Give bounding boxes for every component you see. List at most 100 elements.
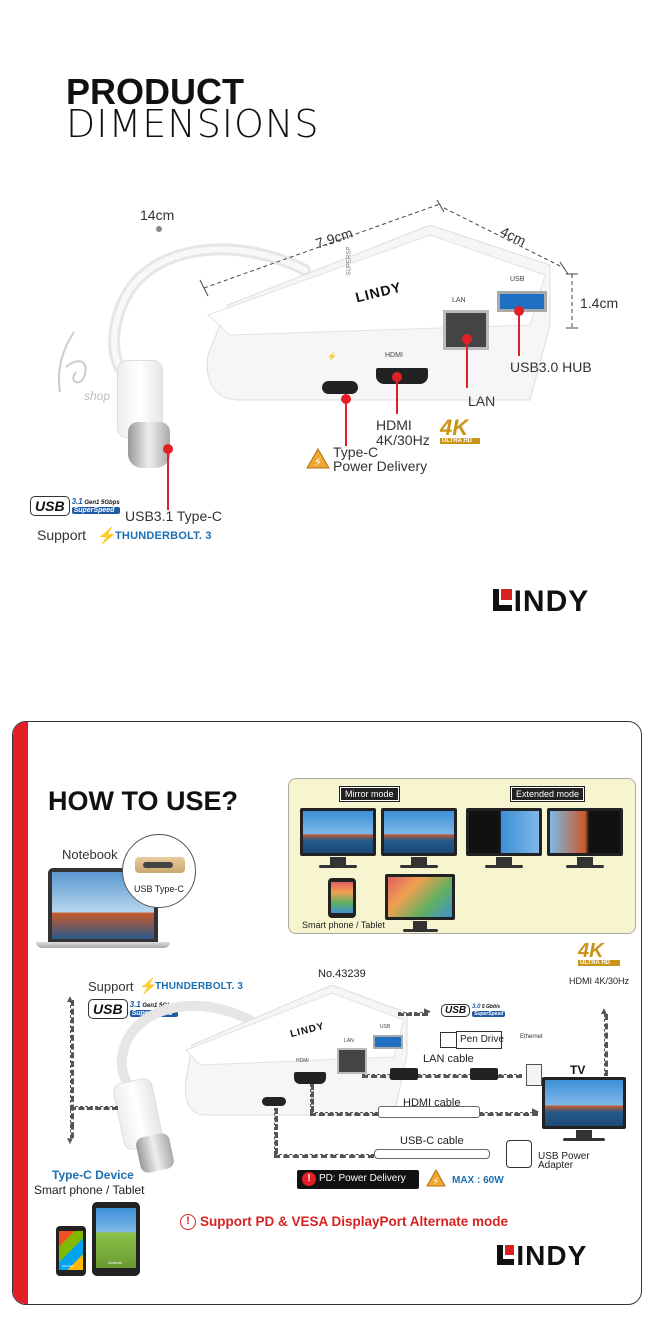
usb-port-print: USB <box>510 276 525 283</box>
lan-cable-label: LAN cable <box>423 1053 474 1065</box>
pd-port-icon: ⚡ <box>327 352 337 361</box>
typec-device-label: Type-C Device <box>52 1168 134 1182</box>
arrow-right-icon: ▶ <box>532 1106 539 1116</box>
lan-port-print: LAN <box>452 297 466 304</box>
callout-line-typec-plug <box>167 448 169 510</box>
callout-dot <box>392 372 402 382</box>
power-delivery-label: Power Delivery <box>333 458 428 474</box>
usb-power-label: USB Power <box>538 1151 590 1162</box>
notebook-icon <box>48 868 158 942</box>
usb-hub-label: USB3.0 HUB <box>510 359 592 375</box>
usbc-cable-label: USB-C cable <box>400 1135 464 1147</box>
usb31-typec-label: USB3.1 Type-C <box>125 508 223 524</box>
callout-line-typec <box>345 396 347 446</box>
support-label-2: Support <box>88 979 134 994</box>
arrow-up-icon: ▲ <box>65 994 75 1005</box>
tv-label: TV <box>570 1063 586 1077</box>
page-title-line2: DIMENSIONS <box>66 102 320 146</box>
usb-cable-2 <box>116 1000 255 1100</box>
lan-plug-right-icon <box>470 1068 498 1080</box>
phone-mirror-monitor <box>385 874 455 932</box>
arrow-down-icon: ▼ <box>65 1136 75 1147</box>
typec-port-2 <box>262 1097 286 1106</box>
callout-line-hdmi <box>396 376 398 414</box>
dash-lan-to-ethernet <box>362 1074 522 1078</box>
page-title-line1: PRODUCT <box>66 71 244 112</box>
notebook-label: Notebook <box>62 847 118 862</box>
warning-icon-2: ⚡ <box>426 1169 446 1187</box>
callout-line-usb <box>518 310 520 356</box>
smartphone-tablet-label: Smart phone / Tablet <box>34 1183 145 1197</box>
ethernet-label: Ethernet <box>520 1034 543 1040</box>
smartphone-icon <box>328 878 356 918</box>
lindy-logo: INDY <box>493 585 589 619</box>
notebook-base <box>36 942 170 948</box>
support-label: Support <box>37 527 87 543</box>
usb31-badge: USB 3.1 Gen1 5Gbps SuperSpeed <box>30 496 120 516</box>
extended-mode-tag: Extended mode <box>509 786 586 802</box>
how-to-use-title: HOW TO USE? <box>48 786 239 816</box>
thunderbolt-icon: ⚡ <box>97 528 117 545</box>
warning-icon: ⚡ <box>306 448 330 469</box>
android-tablet-icon: Android <box>92 1202 140 1276</box>
cable-length-label: 14cm <box>140 207 175 223</box>
usb30-badge: USB 3.0 5 Gbit/s SuperSpeed <box>441 1004 506 1017</box>
dash-typec-to-power <box>274 1154 374 1158</box>
extended-monitor-2 <box>547 808 623 868</box>
hdmi-4k-label: HDMI 4K/30Hz <box>569 976 630 986</box>
support-pd-note: Support PD & VESA DisplayPort Alternate … <box>200 1214 509 1229</box>
callout-line-lan <box>466 338 468 388</box>
usb-c-plug-metal-2 <box>134 1131 176 1175</box>
mirror-monitor-2 <box>381 808 457 868</box>
lindy-logo-mark-icon <box>497 1244 515 1265</box>
adapter-label: Adapter <box>538 1160 574 1171</box>
dash-device-down <box>70 1124 74 1138</box>
alert-icon: ! <box>180 1214 196 1230</box>
model-number: No.43239 <box>318 968 366 980</box>
usb-typec-zoom-circle <box>122 834 196 908</box>
watermark-logo-icon <box>58 331 87 393</box>
usb-a-port-2 <box>373 1035 403 1049</box>
usb-typec-zoom-label: USB Type-C <box>134 884 184 894</box>
hdmi-port <box>376 368 428 384</box>
thunderbolt-icon-2: ⚡ <box>139 978 158 995</box>
svg-text:⚡: ⚡ <box>432 1177 439 1188</box>
pen-drive-box <box>456 1031 502 1049</box>
callout-dot <box>462 334 472 344</box>
typec-port <box>322 381 358 394</box>
lan-label: LAN <box>468 393 496 409</box>
ethernet-wall-icon <box>526 1064 542 1086</box>
lan-port-print-2: LAN <box>344 1038 354 1044</box>
pd-badge: ! PD: Power Delivery <box>297 1170 419 1189</box>
height-dimension: 1.4cm <box>580 295 619 311</box>
usb-port-print-2: USB <box>380 1024 391 1030</box>
thunderbolt-label-2: THUNDERBOLT. 3 <box>155 981 244 992</box>
usbc-cable-icon <box>374 1149 490 1159</box>
cable-length-marker <box>156 226 162 232</box>
hdmi-label: HDMI <box>376 417 412 433</box>
mirror-monitor-1 <box>300 808 376 868</box>
mirror-mode-tag: Mirror mode <box>339 786 400 802</box>
dash-hdmi-down <box>310 1084 314 1112</box>
pd-badge-label: PD: Power Delivery <box>319 1173 406 1184</box>
pen-drive-label: Pen Drive <box>460 1034 504 1045</box>
svg-text:⚡: ⚡ <box>314 455 322 469</box>
thunderbolt-label: THUNDERBOLT. 3 <box>115 530 212 542</box>
hdmi-port-print-2: HDMI <box>296 1058 309 1064</box>
typec-label: Type-C <box>333 444 379 460</box>
lan-plug-left-icon <box>390 1068 418 1080</box>
usb-power-adapter-icon <box>506 1140 532 1168</box>
dash-tv-up <box>604 1014 608 1076</box>
callout-dot <box>163 444 173 454</box>
dimension-lines <box>199 200 578 329</box>
max-power-label: MAX : 60W <box>452 1175 504 1186</box>
tv-icon <box>542 1077 626 1141</box>
ultra-hd-badge: 4K ULTRA HD <box>440 417 484 444</box>
hdmi-cable-icon <box>378 1106 480 1118</box>
panel-accent-stripe <box>13 722 28 1304</box>
hdmi-spec-label: 4K/30Hz <box>376 432 430 448</box>
arrow-up-icon: ▲ <box>599 1006 609 1017</box>
lan-port-2 <box>337 1048 367 1074</box>
windows-phone-icon: Windows <box>56 1226 86 1276</box>
ultra-hd-badge-2: 4K ULTRA HD <box>578 941 624 970</box>
